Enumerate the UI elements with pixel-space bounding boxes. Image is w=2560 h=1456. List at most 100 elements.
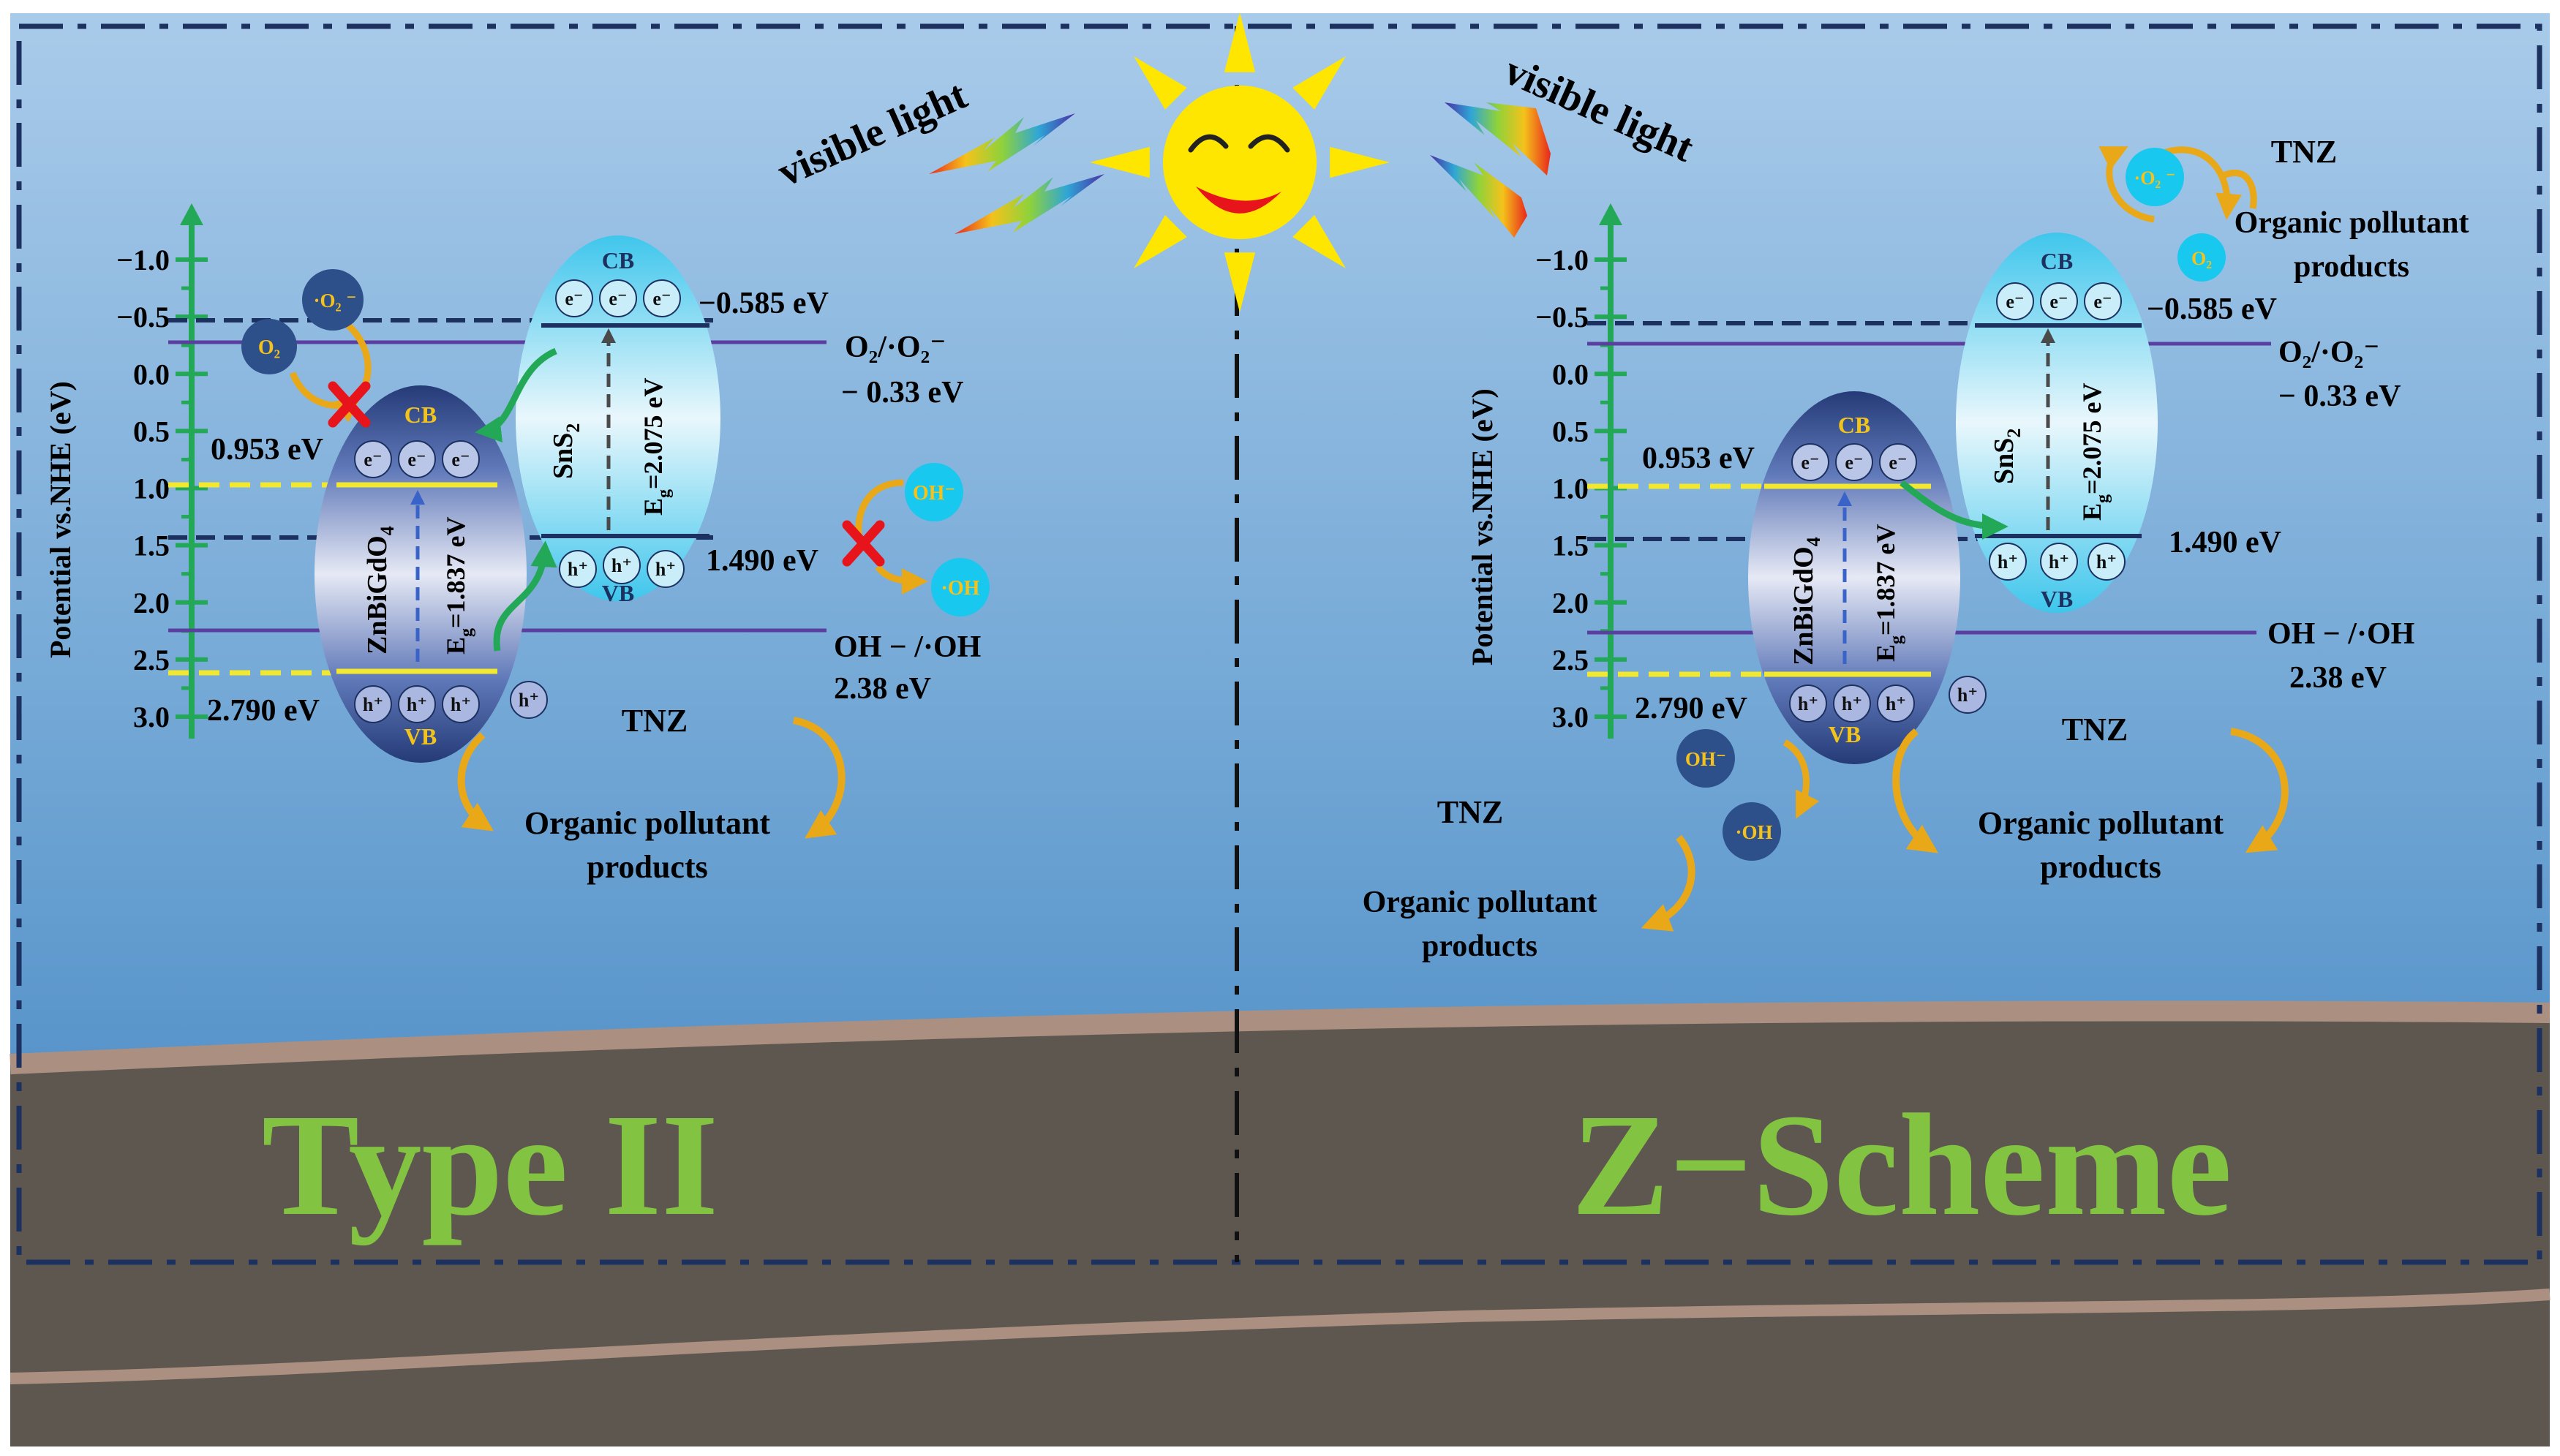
hole-transfer-arrow	[493, 540, 557, 652]
hole-label: h⁺	[2096, 551, 2117, 573]
hole-dot	[647, 550, 685, 588]
sns2-vb-label: VB	[2041, 586, 2073, 612]
o2-potential-right: − 0.33 eV	[2278, 380, 2401, 413]
o2-couple-right: O₂/·O₂⁻	[2278, 336, 2379, 369]
oh-minus: OH⁻	[1685, 748, 1726, 770]
electron-dot	[354, 440, 392, 478]
z-scheme-recombination-arrow	[1900, 480, 2009, 540]
axis-tick-label: 0.0	[1552, 358, 1589, 391]
sns2-band-left: CB VB SnS2 Eg=2.075 eV	[516, 235, 720, 606]
electron-dot	[555, 279, 593, 317]
axis-tick-label: 3.0	[1552, 701, 1589, 733]
o2-radical: ·O₂ ⁻	[313, 290, 356, 312]
ground-layer-line	[10, 1289, 2550, 1384]
oh-potential-right: 2.38 eV	[2289, 661, 2387, 695]
zn-bandgap: Eg=1.837 eV	[441, 516, 476, 655]
sns2-name: SnS2	[548, 423, 584, 479]
electron-label: e⁻	[1845, 452, 1863, 473]
blocked-cross-icon	[328, 381, 371, 428]
electron-label: e⁻	[1801, 452, 1819, 473]
pollutant-left-line1: Organic pollutant	[1363, 886, 1597, 919]
oh-radical: ·OH	[941, 577, 980, 600]
hole-dot	[1877, 684, 1915, 723]
sun-ray	[1134, 215, 1187, 268]
axis-tick-label: 3.0	[133, 701, 170, 733]
zn-name: ZnBiGdO4	[362, 526, 398, 655]
pollutant-label-line1: Organic pollutant	[524, 805, 770, 841]
electron-label: e⁻	[407, 449, 426, 470]
zn-vb-level-right: 2.790 eV	[1635, 692, 1747, 725]
tnz-label-top: TNZ	[2271, 134, 2337, 170]
hole-label: h⁺	[1886, 693, 1906, 714]
sns2-vb-label: VB	[602, 580, 634, 606]
carriers-left: e⁻e⁻e⁻h⁺h⁺h⁺e⁻e⁻e⁻h⁺h⁺h⁺h⁺	[354, 279, 685, 723]
sns2-bandgap: Eg=2.075 eV	[2077, 382, 2112, 521]
pollutant-left-line2: products	[1422, 929, 1537, 963]
axis-arrow-head	[1599, 203, 1622, 225]
znbigdo4-band-left: CB VB ZnBiGdO4 Eg=1.837 eV	[315, 385, 527, 763]
hole-dot	[1789, 684, 1827, 723]
hole-label: h⁺	[1957, 684, 1978, 706]
hole-label: h⁺	[2049, 551, 2069, 573]
carriers-right: e⁻e⁻e⁻h⁺h⁺h⁺e⁻e⁻e⁻h⁺h⁺h⁺h⁺	[1789, 282, 2126, 723]
hole-dot	[398, 685, 436, 723]
panel-type2: −1.0−0.50.00.51.01.52.02.53.0 Potential …	[44, 203, 990, 1246]
hole-dot	[442, 685, 480, 723]
electron-dot	[442, 440, 480, 478]
hole-dot	[1989, 543, 2027, 581]
axis-tick-label: 1.0	[1552, 472, 1589, 505]
axis-tick-label: 2.0	[1552, 586, 1589, 619]
axis-arrow-head	[180, 203, 203, 225]
zn-cb-level-left: 0.953 eV	[211, 433, 323, 467]
sns2-vb-level-left: 1.490 eV	[706, 544, 818, 578]
sun-ray	[1330, 146, 1390, 178]
sun-ray	[1292, 56, 1346, 110]
sun-ray	[1224, 252, 1256, 312]
axis-tick-label: 2.5	[133, 644, 170, 676]
axis-tick-label: 0.5	[1552, 415, 1589, 448]
sns2-cb-label: CB	[602, 247, 634, 274]
electron-label: e⁻	[2093, 291, 2112, 312]
pollutant-top-line1: Organic pollutant	[2235, 206, 2469, 240]
potential-axis-left: −1.0−0.50.00.51.01.52.02.53.0	[116, 203, 208, 739]
electron-dot	[1879, 443, 1917, 481]
electron-label: e⁻	[364, 449, 382, 470]
sun-ray	[1134, 56, 1187, 110]
hole-dot	[1949, 676, 1987, 714]
pollutant-right-line1: Organic pollutant	[1978, 805, 2224, 841]
electron-dot	[1835, 443, 1873, 481]
zn-bandgap: Eg=1.837 eV	[1871, 524, 1906, 662]
hole-label: h⁺	[407, 694, 427, 715]
hole-label: h⁺	[519, 690, 539, 711]
zn-cb-label: CB	[1838, 412, 1870, 438]
o2-radical: ·O₂ ⁻	[2134, 167, 2176, 189]
electron-dot	[599, 279, 637, 317]
type2-title: Type II	[262, 1085, 718, 1246]
hole-dot	[603, 546, 641, 584]
oh-couple-left: OH − /·OH	[834, 630, 981, 664]
sun-ray	[1292, 215, 1346, 268]
electron-dot	[398, 440, 436, 478]
hole-dot	[2040, 543, 2078, 581]
electron-label: e⁻	[2006, 291, 2024, 312]
tnz-label-left: TNZ	[1437, 794, 1503, 830]
electron-label: e⁻	[1889, 452, 1907, 473]
panel-zscheme: −1.0−0.50.00.51.01.52.02.53.0 Potential …	[1363, 134, 2469, 1246]
oh-radical: ·OH	[1735, 821, 1772, 843]
oh-cycle-right: OH⁻ ·OH TNZ Organic pollutant products	[1363, 729, 1820, 963]
blocked-cross-icon	[842, 520, 885, 567]
zn-vb-level-left: 2.790 eV	[207, 694, 320, 728]
o2-potential-left: − 0.33 eV	[841, 376, 963, 410]
axis-tick-label: 1.5	[1552, 529, 1589, 562]
hole-label: h⁺	[611, 555, 632, 576]
pollutant-right-line2: products	[2040, 849, 2161, 885]
sns2-cb-level-left: −0.585 eV	[699, 287, 829, 320]
axis-tick-label: 0.0	[133, 358, 170, 391]
hole-label: h⁺	[1842, 693, 1862, 714]
electron-label: e⁻	[652, 288, 671, 309]
electron-dot	[1791, 443, 1829, 481]
oh-couple-right: OH − /·OH	[2267, 617, 2414, 651]
hole-dot	[1833, 684, 1871, 723]
